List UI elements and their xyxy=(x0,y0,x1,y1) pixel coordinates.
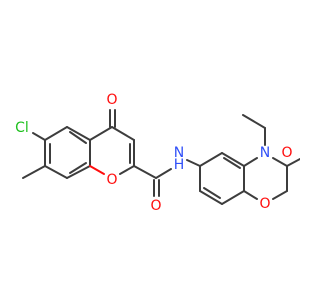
ketone-oxygen-atom: O xyxy=(106,92,117,108)
bond xyxy=(272,190,288,200)
lactam-oxygen-atom: O xyxy=(281,145,292,161)
amide-oxygen-atom: O xyxy=(150,198,161,214)
bond xyxy=(199,152,223,167)
bond xyxy=(66,165,91,179)
bond-double-inner xyxy=(69,162,87,174)
bond xyxy=(155,168,172,179)
bond xyxy=(44,126,68,141)
bond xyxy=(199,190,223,205)
oxazine-ring-oxygen-atom: O xyxy=(259,196,270,212)
bond xyxy=(89,126,113,141)
amide-nitrogen-atom: N xyxy=(174,145,184,161)
bond-methyl xyxy=(22,165,46,179)
bond-double-inner xyxy=(223,157,241,169)
bond xyxy=(119,165,135,175)
chemical-structure: Cl O O O N H N O O xyxy=(15,92,300,214)
bond xyxy=(66,126,91,141)
bond xyxy=(242,114,266,129)
bond xyxy=(186,159,201,167)
bond xyxy=(221,190,245,205)
bond-double-inner xyxy=(69,131,87,144)
bond xyxy=(272,157,288,167)
bond xyxy=(89,165,105,175)
bond xyxy=(243,190,258,200)
bond xyxy=(133,165,157,179)
bond xyxy=(111,126,135,141)
bond-network xyxy=(22,109,300,205)
chlorine-atom: Cl xyxy=(15,120,29,136)
bond xyxy=(221,152,245,167)
bond xyxy=(286,158,300,167)
atom-labels: Cl O O O N H N O O xyxy=(15,92,292,214)
bond xyxy=(243,157,258,167)
amide-hydrogen-atom: H xyxy=(174,157,185,173)
ring-nitrogen-atom: N xyxy=(260,145,270,161)
bond xyxy=(32,132,46,141)
bond-double-inner xyxy=(203,187,221,199)
pyran-ring-oxygen-atom: O xyxy=(106,172,117,188)
bond xyxy=(44,165,68,179)
